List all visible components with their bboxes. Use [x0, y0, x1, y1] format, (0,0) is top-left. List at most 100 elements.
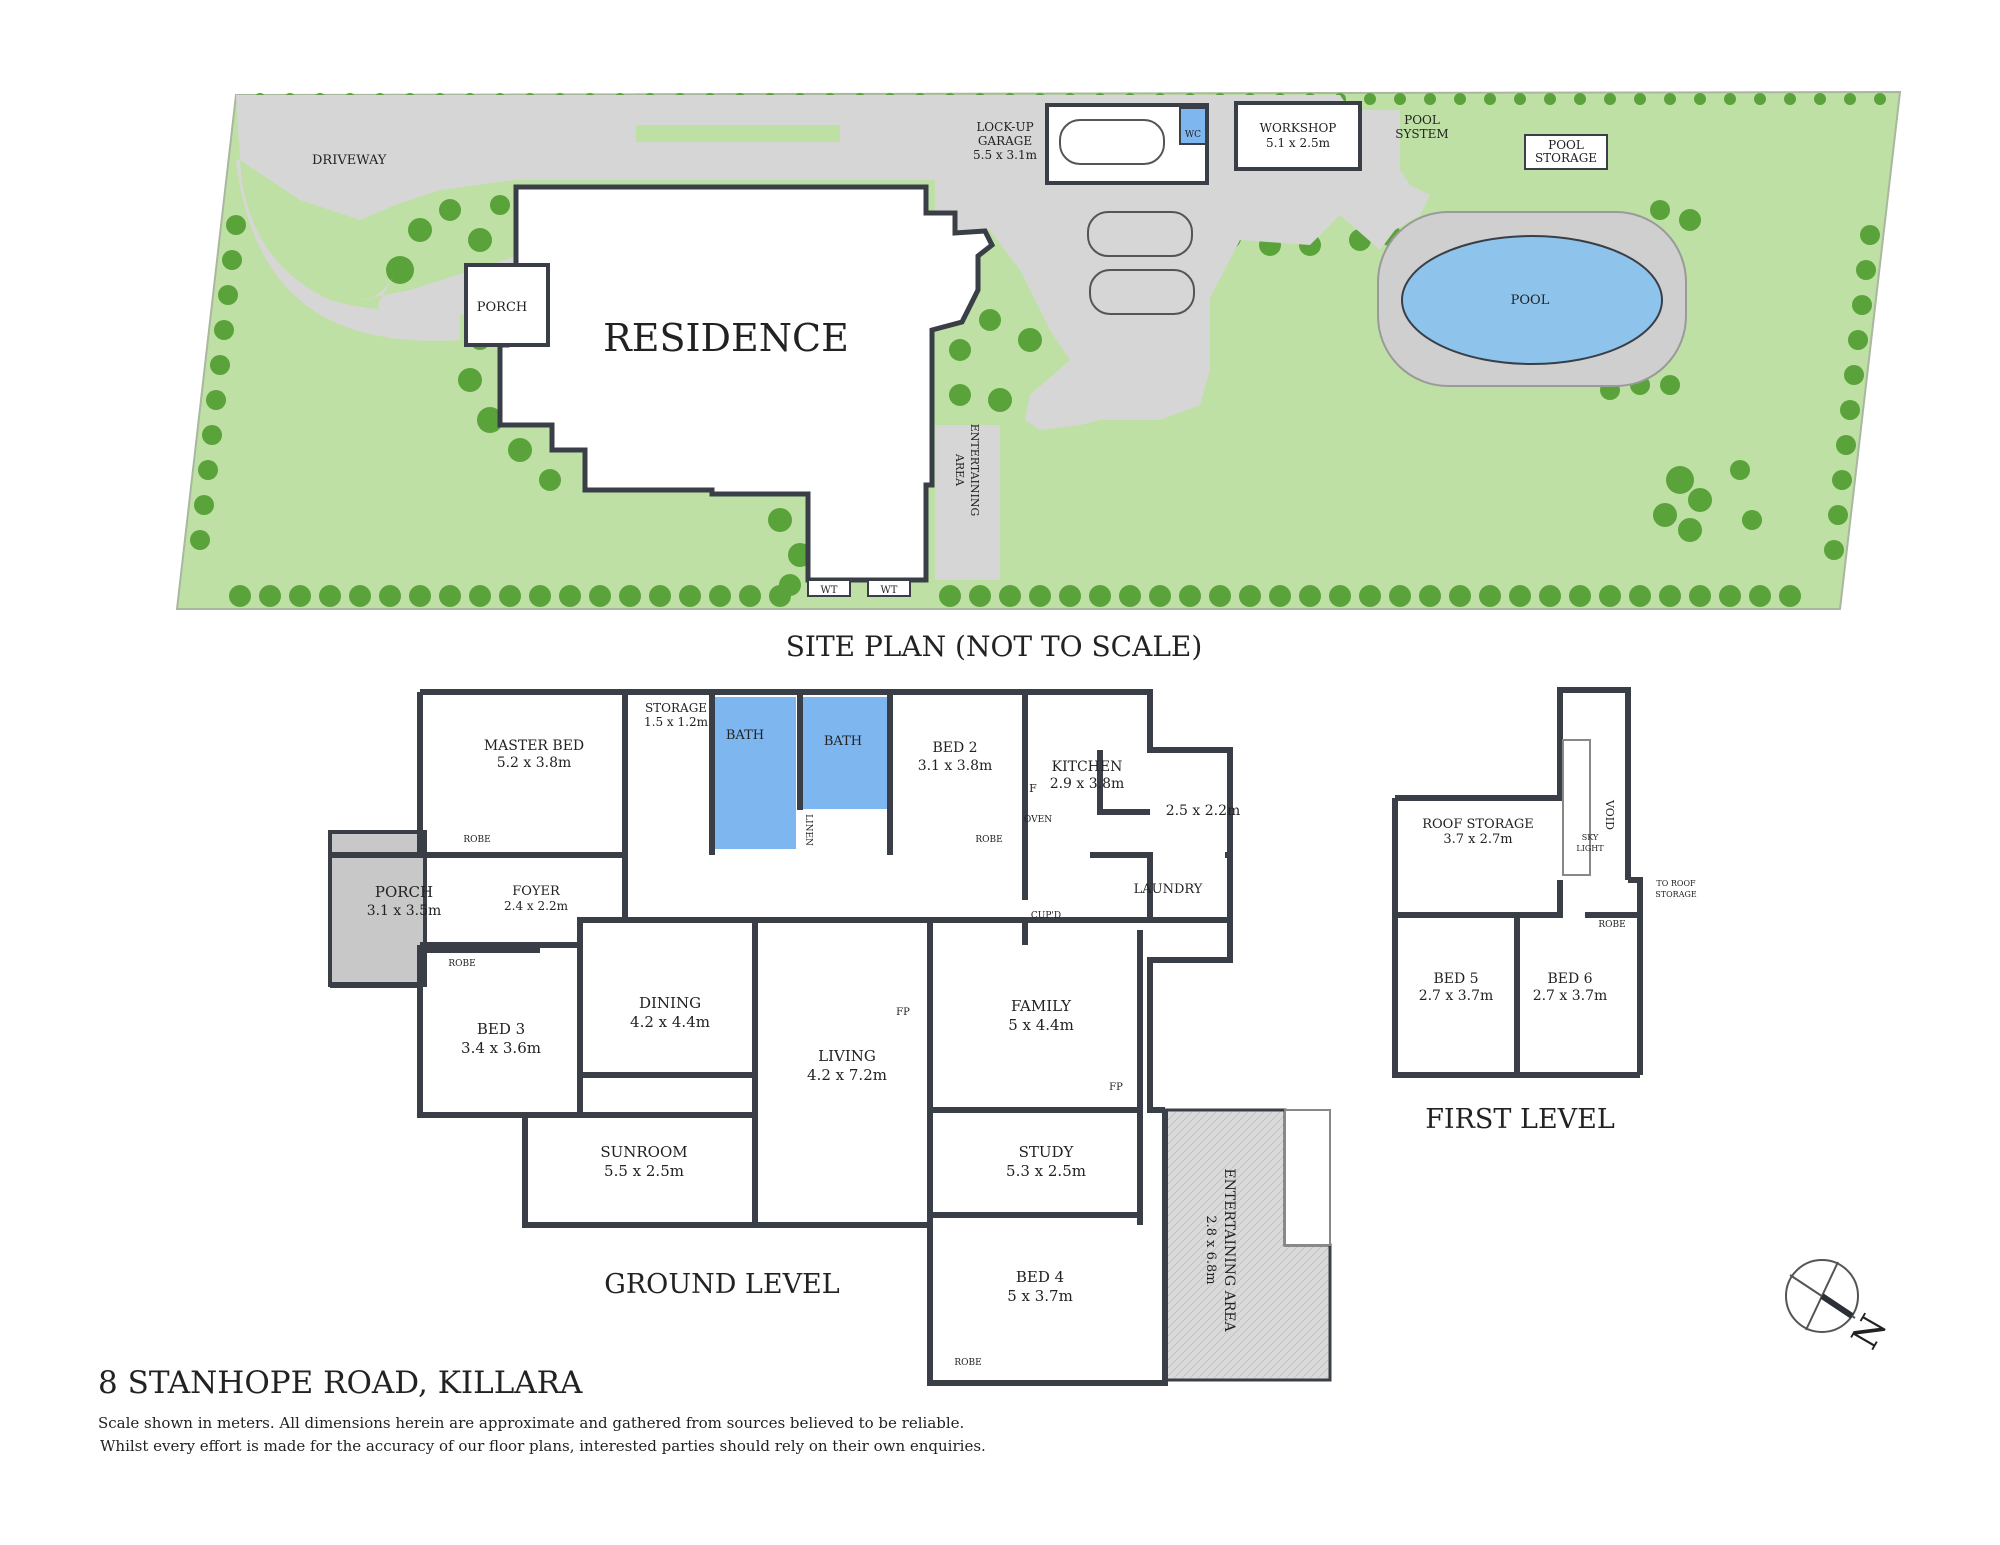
- site-plan: DRIVEWAY RESIDENCE PORCH LOCK-UP GARAGE …: [175, 90, 1902, 610]
- first-level-title: FIRST LEVEL: [1425, 1104, 1615, 1135]
- label-fp-living: FP: [896, 1007, 910, 1018]
- site-pool-storage: [1524, 134, 1608, 170]
- room-bed-4-dim: 5 x 3.7m: [1007, 1287, 1073, 1305]
- site-pool-storage-1: POOL: [1548, 138, 1584, 152]
- site-wt-right: [867, 579, 911, 597]
- site-pool-storage-2: STORAGE: [1535, 151, 1597, 165]
- first-roof-storage-dim: 3.7 x 2.7m: [1443, 832, 1512, 847]
- room-porch-name: PORCH: [375, 883, 433, 901]
- first-stairs: [1562, 739, 1591, 876]
- label-f: F: [1029, 782, 1037, 795]
- room-family-dim: 5 x 4.4m: [1008, 1016, 1074, 1034]
- site-pool-water: [1401, 235, 1663, 365]
- site-pool-label: POOL: [1511, 293, 1550, 308]
- site-driveway-label: DRIVEWAY: [312, 153, 387, 168]
- site-garage-label-1: LOCK-UP: [976, 120, 1033, 134]
- room-living-dim: 4.2 x 7.2m: [807, 1066, 887, 1084]
- room-bed-2-name: BED 2: [932, 740, 977, 756]
- site-pool-system-1: POOL: [1404, 113, 1440, 127]
- room-bed-3-dim: 3.4 x 3.6m: [461, 1039, 541, 1057]
- site-plan-title: SITE PLAN (NOT TO SCALE): [786, 630, 1203, 663]
- entertaining-stairs: [1284, 1109, 1331, 1246]
- first-to-roof-1: TO ROOF: [1656, 879, 1696, 888]
- site-garage-dim: 5.5 x 3.1m: [973, 148, 1038, 162]
- room-master-bed-name: MASTER BED: [484, 738, 584, 754]
- site-workshop-dim: 5.1 x 2.5m: [1266, 136, 1331, 150]
- bath-2-fill: [800, 697, 888, 809]
- room-dining-dim: 4.2 x 4.4m: [630, 1013, 710, 1031]
- site-entertaining-2: AREA: [953, 453, 966, 487]
- label-robe-master: ROBE: [463, 835, 490, 845]
- disclaimer-line-1: Scale shown in meters. All dimensions he…: [98, 1414, 964, 1432]
- site-wt-left: [807, 579, 851, 597]
- site-entertaining-paving: [935, 425, 1000, 580]
- first-bed-6-dim: 2.7 x 3.7m: [1533, 988, 1608, 1004]
- first-to-roof-2: STORAGE: [1655, 890, 1697, 899]
- label-linen: LINEN: [803, 814, 813, 846]
- site-lawn-strip: [636, 125, 840, 142]
- room-storage-name: STORAGE: [645, 701, 707, 715]
- label-robe-bed2: ROBE: [975, 835, 1002, 845]
- room-sunroom-dim: 5.5 x 2.5m: [604, 1162, 684, 1180]
- site-wc-label: WC: [1185, 130, 1201, 140]
- room-foyer-name: FOYER: [512, 884, 561, 899]
- first-robe: ROBE: [1598, 920, 1625, 930]
- ground-level-title: GROUND LEVEL: [604, 1269, 839, 1300]
- compass-icon: N: [1785, 1259, 1896, 1356]
- room-living-name: LIVING: [818, 1047, 876, 1065]
- site-wc: [1179, 107, 1207, 145]
- site-cars: [1059, 119, 1195, 315]
- site-porch: [464, 263, 550, 347]
- label-robe-bed4: ROBE: [954, 1358, 981, 1368]
- site-wt-left-label: WT: [821, 585, 838, 596]
- site-entertaining-1: ENTERTAINING: [968, 424, 981, 517]
- room-study-dim: 5.3 x 2.5m: [1006, 1162, 1086, 1180]
- bath-1-fill: [712, 697, 796, 849]
- first-bed-5-dim: 2.7 x 3.7m: [1419, 988, 1494, 1004]
- first-sky-2: LIGHT: [1576, 844, 1604, 853]
- label-cupd: CUP'D: [1031, 911, 1061, 921]
- first-sky-1: SKY: [1582, 833, 1599, 842]
- room-foyer-dim: 2.4 x 2.2m: [504, 899, 569, 913]
- room-entertaining-name: ENTERTAINING AREA: [1221, 1168, 1237, 1332]
- room-dining-name: DINING: [639, 994, 701, 1012]
- room-bath-2-name: BATH: [824, 734, 862, 749]
- first-roof-storage-name: ROOF STORAGE: [1422, 817, 1534, 832]
- room-bed-3-name: BED 3: [477, 1020, 525, 1038]
- room-study-name: STUDY: [1019, 1143, 1075, 1161]
- room-master-bed-dim: 5.2 x 3.8m: [497, 755, 572, 771]
- site-porch-label: PORCH: [477, 300, 527, 315]
- site-residence-label: RESIDENCE: [603, 316, 849, 360]
- room-2-5-dim: 2.5 x 2.2m: [1166, 803, 1241, 819]
- site-wt-right-label: WT: [881, 585, 898, 596]
- room-sunroom-name: SUNROOM: [600, 1143, 687, 1161]
- room-entertaining-dim: 2.8 x 6.8m: [1203, 1215, 1218, 1284]
- label-robe-bed3: ROBE: [448, 959, 475, 969]
- ground-level: MASTER BED 5.2 x 3.8m STORAGE 1.5 x 1.2m…: [328, 689, 1332, 1386]
- first-bed-6-name: BED 6: [1547, 971, 1592, 987]
- room-bed-2-dim: 3.1 x 3.8m: [918, 758, 993, 774]
- site-garage-label-2: GARAGE: [978, 134, 1032, 148]
- first-level: ROOF STORAGE 3.7 x 2.7m VOID SKY LIGHT T…: [1392, 687, 1697, 1078]
- first-void: VOID: [1603, 799, 1616, 830]
- site-path-west: [236, 160, 460, 341]
- label-oven: OVEN: [1024, 815, 1052, 825]
- room-kitchen-dim: 2.9 x 3.8m: [1050, 776, 1125, 792]
- disclaimer-line-2: Whilst every effort is made for the accu…: [100, 1437, 986, 1455]
- site-pool-system-2: SYSTEM: [1395, 127, 1448, 141]
- ground-walls: [330, 689, 1233, 1386]
- site-workshop: [1234, 101, 1362, 171]
- address-title: 8 STANHOPE ROAD, KILLARA: [98, 1365, 583, 1401]
- room-family-name: FAMILY: [1011, 997, 1072, 1015]
- room-kitchen-name: KITCHEN: [1052, 759, 1123, 775]
- room-storage-dim: 1.5 x 1.2m: [644, 715, 709, 729]
- label-fp-family: FP: [1109, 1082, 1123, 1093]
- room-porch-dim: 3.1 x 3.5m: [367, 903, 442, 919]
- porch-area: [328, 830, 427, 987]
- site-workshop-label: WORKSHOP: [1260, 121, 1337, 135]
- first-bed-5-name: BED 5: [1433, 971, 1478, 987]
- room-laundry-name: LAUNDRY: [1134, 882, 1203, 897]
- room-bath-1-name: BATH: [726, 728, 764, 743]
- room-bed-4-name: BED 4: [1016, 1268, 1064, 1286]
